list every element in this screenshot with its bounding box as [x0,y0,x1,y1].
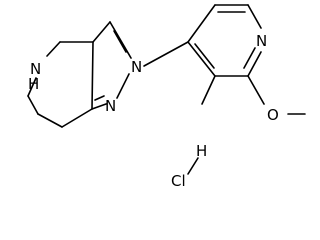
substituents [201,75,306,115]
bond-fusion-c-to-fusion-c [91,41,94,110]
atom-label-salt-hydrogen: H [196,142,207,160]
bond-c6-to-n [247,4,262,29]
tetrahydropyridine-ring [27,41,94,128]
bond-c2-to-o [247,75,265,105]
bond-fusion-c-upper-to-ch [92,21,111,43]
bond-c3-to-c4 [187,41,216,77]
bond-c3-to-c4-double [194,43,215,69]
atom-label-pyrazole-n2: N [131,58,142,76]
bond-ch2-bottom-to-fusion-c [61,108,93,128]
bond-h-to-cl [187,157,199,175]
bond-n-to-c2-double [243,47,256,69]
pyridine-ring [187,4,262,77]
bond-ch2-upper-to-nh [46,41,61,57]
bond-ch-to-n2-double [113,30,127,53]
bond-n2-to-pyridine [143,41,189,67]
atom-label-pyridine-n: N [256,32,267,50]
bond-n-to-c2 [247,51,262,77]
pyrazole-ring [91,21,132,110]
chemical-structure-drawing: N H N N N O H Cl [27,4,306,190]
bond-nh-to-ch2-left [27,77,37,97]
bond-c4-to-c5 [187,4,216,43]
atom-label-nh-hydrogen: H [28,75,39,93]
bond-n1-to-fusion-c-lower-double [94,95,105,101]
bond-n2-to-n1 [116,73,130,99]
bond-n1-to-fusion-c-lower [91,103,107,110]
bond-ch-to-n2 [109,21,132,59]
bond-ch2-left-to-ch2-lower [27,95,39,115]
structure-canvas: N H N N N O H Cl [27,4,306,190]
atom-label-nh-nitrogen: N [30,60,41,78]
bond-ch2-lower-to-ch2-bottom [37,113,63,128]
atom-label-pyrazole-n1: N [105,97,116,115]
bond-c3-to-methyl [201,75,216,105]
atom-label-salt-chlorine: Cl [171,172,186,190]
atom-label-methoxy-o: O [267,106,279,124]
